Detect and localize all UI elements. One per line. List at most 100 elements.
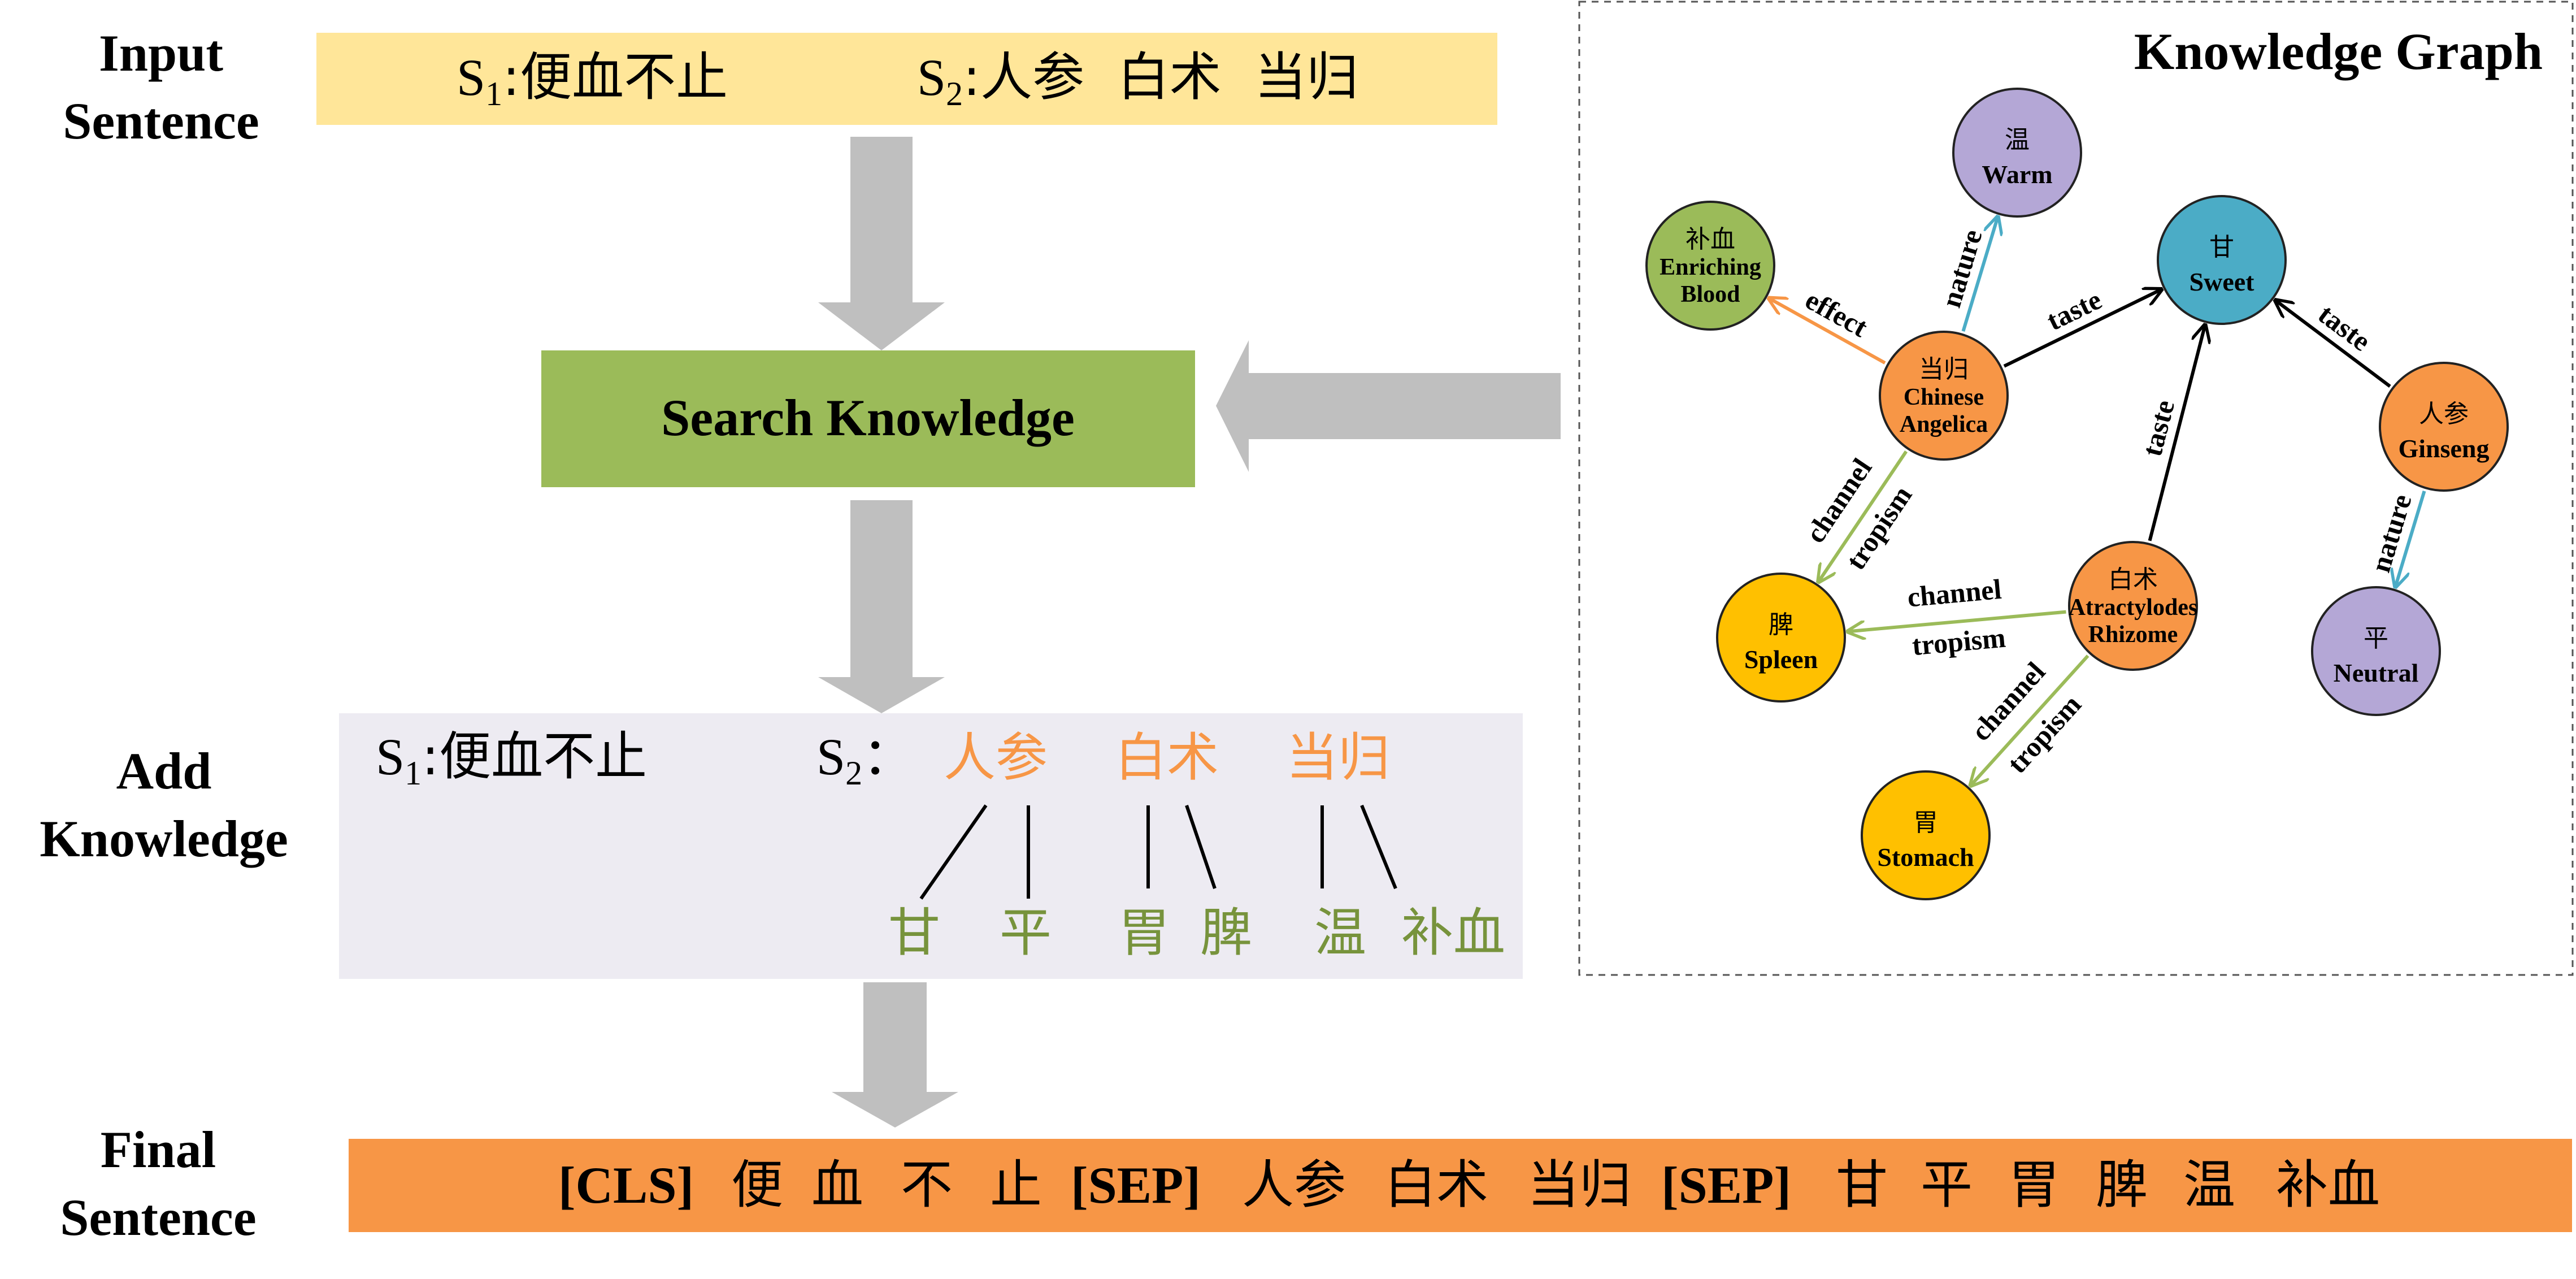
kg-edge-line	[1971, 654, 2090, 785]
input-sentence-box	[316, 33, 1497, 125]
input-s1-text: :便血不止	[502, 47, 728, 107]
kg-node-cn: 当归	[1919, 355, 1969, 384]
kg-edge-angelica-warm: nature	[1935, 217, 1997, 332]
add-s2-sub: 2	[845, 755, 862, 792]
final-token: 便	[731, 1155, 783, 1215]
arrow-search-to-add	[818, 500, 945, 713]
add-herb: 当归	[1286, 727, 1390, 788]
add-property: 甘	[888, 903, 940, 963]
kg-node-en: Sweet	[2190, 267, 2255, 296]
kg-edge-line	[1818, 450, 1908, 582]
kg-node-cn: 白术	[2108, 565, 2158, 594]
final-token: 人参	[1242, 1155, 1346, 1215]
add-label-line1: Add	[116, 742, 212, 800]
add-s1-sub: 1	[405, 755, 422, 792]
kg-node-en: Atractylodes	[2069, 595, 2198, 621]
final-tokens: [CLS] 便 血 不 止 [SEP] 人参 白术 当归 [SEP] 甘 平 胃…	[558, 1155, 2380, 1215]
add-properties: 甘 平 胃 脾 温 补血	[888, 903, 1505, 963]
final-token: [SEP]	[1661, 1156, 1791, 1214]
kg-edge-line	[1769, 298, 1886, 365]
kg-node-cn: 温	[2005, 125, 2030, 154]
add-property: 胃	[1118, 903, 1170, 963]
final-sentence-box	[349, 1139, 2572, 1232]
kg-node-warm: 温 Warm	[1952, 88, 2082, 218]
add-property: 平	[1000, 903, 1052, 963]
kg-node-circle	[1879, 331, 2009, 461]
kg-edge-line	[1961, 217, 1997, 332]
final-token: 当归	[1527, 1155, 1631, 1215]
final-token: 胃	[2008, 1155, 2060, 1215]
add-s2-prefix: S	[816, 728, 845, 786]
kg-edge-label: taste	[2041, 283, 2106, 336]
add-property: 脾	[1200, 903, 1252, 963]
kg-node-circle	[1716, 573, 1846, 703]
final-token: [SEP]	[1071, 1156, 1201, 1214]
kg-node-cn: 平	[2364, 624, 2388, 653]
kg-edge-line	[1848, 610, 2066, 632]
kg-node-en: Enriching	[1660, 254, 1761, 280]
final-token: 不	[901, 1155, 953, 1215]
kg-node-en: Warm	[1982, 160, 2052, 189]
input-s1: S1:便血不止	[457, 47, 728, 112]
final-token: 白术	[1384, 1155, 1488, 1215]
add-label-line2: Knowledge	[40, 810, 288, 868]
search-knowledge-box	[541, 350, 1195, 487]
connector-line	[1185, 805, 1217, 889]
kg-node-circle	[1861, 770, 1991, 900]
kg-node-cn: 脾	[1769, 610, 1793, 639]
add-s1-prefix: S	[376, 728, 405, 786]
kg-edge-line	[2003, 289, 2161, 368]
kg-node-en: Ginseng	[2398, 434, 2489, 463]
final-token: [CLS]	[558, 1156, 694, 1214]
kg-edge-line	[2148, 325, 2205, 541]
final-token: 止	[990, 1155, 1042, 1215]
add-s2: S2：	[816, 726, 914, 792]
add-s1-text: :便血不止	[422, 726, 647, 787]
kg-node-circle	[2379, 362, 2509, 492]
kg-node-en: Chinese	[1904, 384, 1984, 410]
kg-node-cn: 人参	[2419, 400, 2469, 428]
add-herbs: 人参 白术 当归	[944, 727, 1390, 788]
final-token: 甘	[1836, 1155, 1888, 1215]
kg-edge-ginseng-sweet: taste	[2275, 298, 2391, 388]
kg-edge-atract-sweet: taste	[2136, 325, 2205, 541]
final-token: 平	[1921, 1155, 1973, 1215]
kg-node-circle	[1952, 88, 2082, 218]
kg-node-circle	[1645, 201, 1775, 331]
kg-edge-label: channel	[1906, 573, 2002, 613]
input-s2: S2:人参 白术 当归	[852, 47, 1397, 112]
kg-node-cn: 补血	[1686, 225, 1735, 254]
search-knowledge-label: Search Knowledge	[661, 389, 1075, 446]
kg-node-en: Blood	[1680, 281, 1740, 307]
final-token: 补血	[2276, 1155, 2380, 1215]
kg-edge-ginseng-neutral: nature	[2364, 491, 2426, 587]
input-label-line1: Input	[99, 24, 223, 82]
arrow-graph-to-search	[1216, 340, 1561, 472]
input-s2-sub: 2	[946, 75, 963, 112]
final-label-line1: Final	[101, 1121, 216, 1178]
kg-node-circle	[2068, 541, 2198, 671]
kg-edge-line	[2275, 300, 2391, 388]
kg-node-circle	[2311, 586, 2441, 716]
kg-edge-label: tropism	[1911, 622, 2007, 662]
input-label-line2: Sentence	[63, 92, 259, 150]
final-token: 温	[2183, 1155, 2235, 1215]
connector-line	[1360, 804, 1397, 890]
input-s2-prefix: S	[917, 49, 946, 106]
arrow-input-to-search	[818, 137, 945, 350]
arrow-add-to-final	[832, 982, 958, 1128]
kg-edge-label: taste	[2313, 298, 2377, 357]
add-property: 温	[1314, 903, 1366, 963]
add-s2-colon: ：	[862, 726, 914, 787]
kg-node-en: Stomach	[1877, 843, 1974, 872]
final-token: 脾	[2096, 1155, 2148, 1215]
